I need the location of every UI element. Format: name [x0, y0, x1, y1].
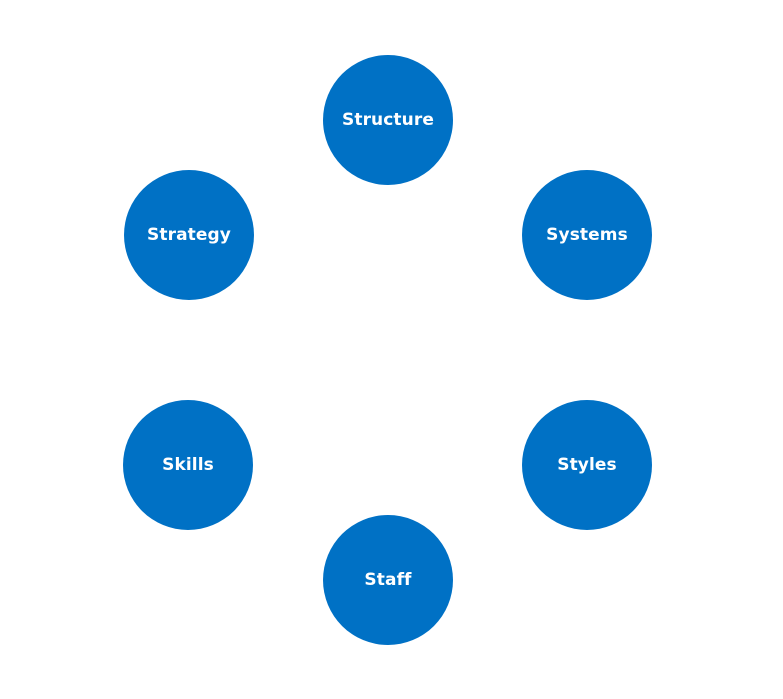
node-systems-label: Systems — [546, 224, 628, 245]
node-staff: Staff — [323, 515, 453, 645]
node-styles-label: Styles — [557, 454, 617, 475]
node-structure: Structure — [323, 55, 453, 185]
node-structure-label: Structure — [342, 109, 434, 130]
node-strategy: Strategy — [124, 170, 254, 300]
node-systems: Systems — [522, 170, 652, 300]
node-staff-label: Staff — [364, 569, 412, 590]
node-skills: Skills — [123, 400, 253, 530]
node-strategy-label: Strategy — [147, 224, 231, 245]
node-skills-label: Skills — [162, 454, 214, 475]
node-styles: Styles — [522, 400, 652, 530]
